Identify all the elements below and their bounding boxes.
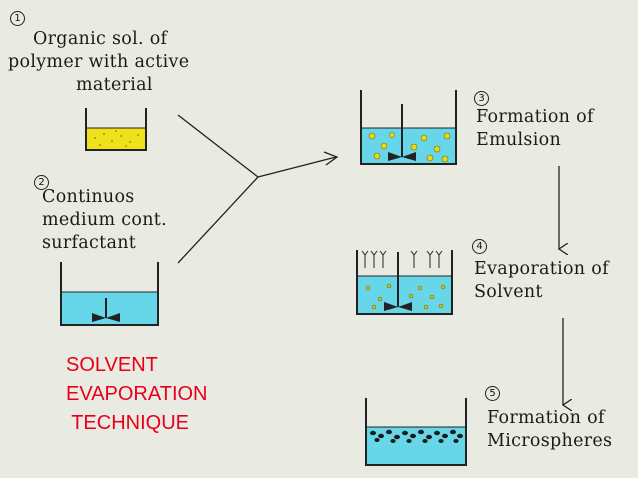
organic-solution-dots [94, 130, 139, 147]
step-3-label-line-2: Emulsion [476, 130, 562, 150]
beaker-1-wall [85, 108, 147, 151]
arrow-from-beaker-1 [177, 114, 259, 178]
step-5-label-line-2: Microspheres [487, 431, 613, 451]
microsphere-particles [370, 429, 463, 443]
beaker-5-microspheres-icon [365, 398, 467, 466]
beaker-3-emulsion-icon [360, 90, 457, 165]
stirrer-icon [92, 298, 120, 322]
step-4-label-line-1: Evaporation of [474, 259, 609, 279]
aqueous-fill [61, 292, 158, 325]
beaker-3-wall [360, 90, 457, 165]
beaker-5-wall [365, 398, 467, 466]
step-3-label-line-1: Formation of [476, 107, 594, 127]
stirrer-icon [388, 104, 416, 161]
step-3-number: 3 [474, 91, 489, 106]
vapor-icon [361, 250, 443, 268]
technique-title-line-1: SOLVENT [66, 354, 158, 376]
beaker-2-wall [60, 262, 159, 326]
step-2-number: 2 [34, 175, 49, 190]
shrinking-droplets [365, 283, 446, 310]
step-5-label-line-1: Formation of [487, 408, 605, 428]
step-2-label-line-2: medium cont. [42, 210, 167, 230]
step-1-label-line-1: Organic sol. of [33, 29, 168, 49]
step-1-label-line-3: material [76, 75, 153, 95]
organic-solution-fill [86, 128, 146, 150]
merge-arrow-icon [177, 114, 339, 264]
microspheres-fill [366, 427, 466, 465]
emulsion-droplets [368, 132, 451, 163]
technique-title-line-2: EVAPORATION [66, 383, 208, 405]
technique-title-line-3: TECHNIQUE [66, 412, 189, 434]
step-1-number: 1 [10, 11, 25, 26]
arrow-head [323, 151, 339, 166]
beaker-1-organic-icon [85, 108, 147, 151]
step-1-label-line-2: polymer with active [8, 52, 190, 72]
beaker-4-wall [356, 250, 453, 315]
step-2-label-line-1: Continuos [42, 187, 135, 207]
step-4-label-line-2: Solvent [474, 282, 543, 302]
step-4-number: 4 [472, 239, 487, 254]
step-5-number: 5 [485, 386, 500, 401]
beaker-2-aqueous-icon [60, 262, 159, 326]
beaker-4-evaporation-icon [356, 250, 453, 315]
step-2-label-line-3: surfactant [42, 233, 137, 253]
arrow-to-emulsion [257, 156, 337, 178]
stirrer-icon [384, 252, 412, 311]
arrow-from-beaker-2 [177, 176, 259, 264]
